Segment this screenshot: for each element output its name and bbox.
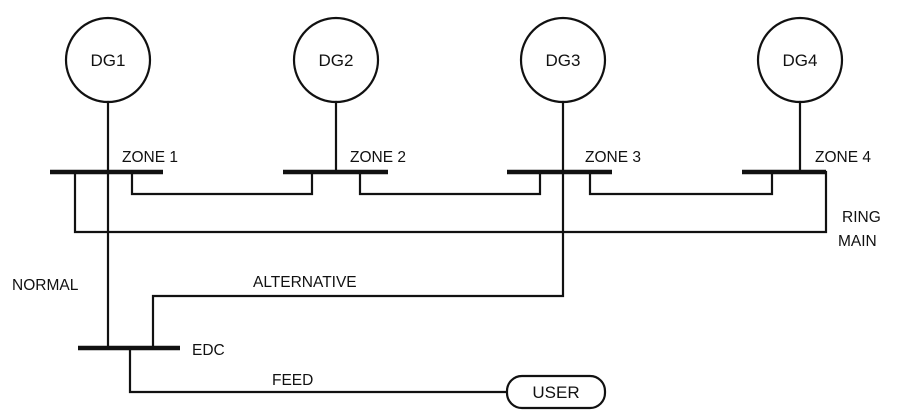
zone1-label: ZONE 1 xyxy=(122,149,178,166)
generator-dg1-label: DG1 xyxy=(91,51,126,70)
user-node: USER xyxy=(505,374,607,410)
ring-main-label-line2: MAIN xyxy=(838,233,877,250)
normal-feed-label: NORMAL xyxy=(12,277,79,294)
alternative-feed-label: ALTERNATIVE xyxy=(253,274,357,291)
user-feed-label: FEED xyxy=(272,372,313,389)
user-label: USER xyxy=(532,383,579,402)
generator-dg3: DG3 xyxy=(519,16,607,104)
generator-dg3-label: DG3 xyxy=(546,51,581,70)
zone4-label: ZONE 4 xyxy=(815,149,871,166)
zone3-label: ZONE 3 xyxy=(585,149,641,166)
generator-dg2-label: DG2 xyxy=(319,51,354,70)
ring-main-label-line1: RING xyxy=(842,209,881,226)
zone2-label: ZONE 2 xyxy=(350,149,406,166)
generator-dg1: DG1 xyxy=(64,16,152,104)
alternative-feed-line xyxy=(151,170,565,350)
generator-dg2: DG2 xyxy=(292,16,380,104)
tie-zone2-zone3 xyxy=(358,170,542,196)
generator-dg4: DG4 xyxy=(756,16,844,104)
user-box xyxy=(505,374,607,410)
tie-zone3-zone4 xyxy=(588,170,774,196)
user-feed-line xyxy=(128,346,509,394)
edc-label: EDC xyxy=(192,342,225,359)
generator-dg4-label: DG4 xyxy=(783,51,818,70)
tie-zone1-zone2 xyxy=(130,170,314,196)
ring-main-line xyxy=(73,170,828,234)
